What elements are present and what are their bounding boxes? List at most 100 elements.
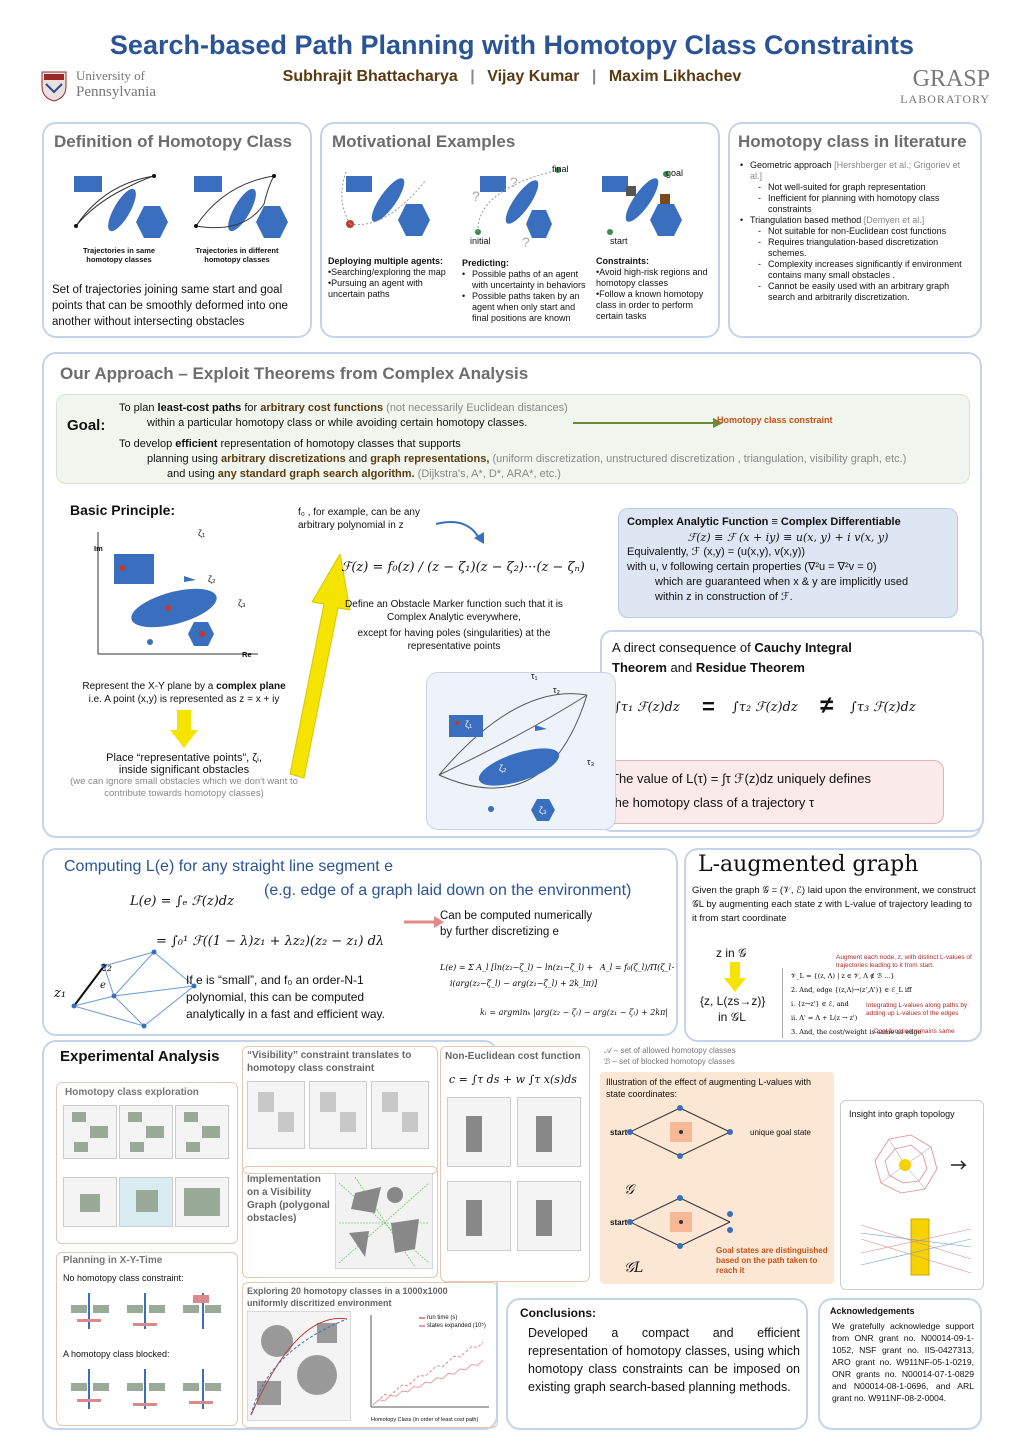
literature-title: Homotopy class in literature: [738, 132, 967, 151]
author-3: Maxim Likhachev: [608, 68, 742, 85]
visibility-title: “Visibility” constraint translates to ho…: [247, 1050, 412, 1074]
value-line-2: the homotopy class of a trajectory τ: [611, 795, 815, 810]
big-yellow-arrow-icon: [289, 554, 351, 779]
col2-item-2: Possible paths taken by an agent when on…: [462, 291, 592, 324]
trajectory-figure: [438, 693, 588, 821]
motivation-panel: Motivational Examples final initial goal…: [320, 122, 720, 338]
visibility-graph-figure: [335, 1173, 433, 1269]
cauchy-box: A direct consequence of Cauchy Integral …: [600, 630, 984, 832]
caption-same: Trajectories in same homotopy classes: [82, 246, 156, 264]
explore-thumb-4: [63, 1177, 117, 1227]
homotopy-definition-figure: [74, 174, 288, 238]
graph-edge-figure: [71, 949, 197, 1029]
obstacle-marker-text: Define an Obstacle Marker function such …: [345, 599, 563, 652]
lit-sub-2-2: Requires triangulation-based discretizat…: [758, 237, 974, 259]
axis-im: Im: [94, 544, 103, 553]
goal-distinguished: Goal states are distinguished based on t…: [716, 1246, 828, 1275]
definition-title: Definition of Homotopy Class: [54, 132, 292, 151]
noneuc-thumb-2: [517, 1097, 581, 1167]
illustration-panel: 𝒜 – set of allowed homotopy classes ℬ – …: [600, 1046, 836, 1286]
label-start: start: [610, 236, 628, 246]
svg-text:2. And, edge {(z,Λ)→(z',Λ')} ∈: 2. And, edge {(z,Λ)→(z',Λ')} ∈ ℰ_L iff: [791, 986, 913, 994]
value-line-1: The value of L(τ) = ∫τ ℱ(z)dz uniquely d…: [611, 771, 871, 786]
noneuclidean-title: Non-Euclidean cost function: [445, 1051, 581, 1062]
noneuclidean-eq: c = ∫τ ds + w ∫τ x(s)ds: [449, 1073, 577, 1086]
conclusions-title: Conclusions:: [520, 1306, 597, 1320]
legend-states: states expanded (10⁵): [427, 1323, 486, 1329]
goal-line-2: within a particular homotopy class or wh…: [147, 417, 528, 429]
col1-item-2: •Pursuing an agent with uncertain paths: [328, 278, 423, 299]
conclusions-panel: Conclusions: Developed a compact and eff…: [506, 1298, 808, 1430]
cab-line-4: which are guaranteed when x & y are impl…: [655, 576, 909, 588]
constraint-label: Homotopy class constraint: [717, 415, 833, 425]
vis-thumb-3: [371, 1081, 429, 1149]
question-mark-3: ?: [522, 234, 530, 250]
goal-line-5: and using any standard graph search algo…: [167, 468, 561, 480]
axis-re: Re: [242, 650, 252, 659]
motivation-col1: Deploying multiple agents: •Searching/ex…: [328, 256, 458, 300]
author-2: Vijay Kumar: [487, 68, 580, 85]
cab-line-5: within z in construction of ℱ.: [655, 591, 793, 603]
basic-principle-title: Basic Principle:: [70, 502, 176, 518]
computing-title-a: Computing L(e) for any straight line seg…: [64, 858, 394, 875]
author-sep: |: [470, 68, 475, 85]
col3-item-1: •Avoid high-risk regions and homotopy cl…: [596, 267, 708, 288]
series-formula-box: L(e) = Σ A_l [ln(z₂−ζ_l) − ln(z₁−ζ_l) + …: [439, 958, 692, 1024]
tau-3: τ₃: [587, 757, 595, 767]
caption-different: Trajectories in different homotopy class…: [195, 246, 279, 264]
no-constraint-label: No homotopy class constraint:: [63, 1273, 184, 1283]
laug-panel: L-augmented graph Given the graph 𝒢 = (𝒱…: [684, 848, 982, 1042]
z-in-g: z in 𝒢: [716, 946, 747, 960]
explore20-title: Exploring 20 homotopy classes in a 1000x…: [247, 1286, 448, 1308]
goal-label-1: unique goal state: [750, 1128, 811, 1137]
explore20-box: Exploring 20 homotopy classes in a 1000x…: [242, 1282, 498, 1428]
definition-text: Set of trajectories joining same start a…: [52, 284, 288, 328]
graph-gl-label: 𝒢L: [624, 1260, 644, 1276]
insight-title: Insight into graph topology: [849, 1109, 955, 1119]
planning-title: Planning in X-Y-Time: [63, 1255, 163, 1266]
chart-xaxis-label: Homotopy Class (in order of least cost p…: [371, 1417, 479, 1423]
grasp-line1: GRASP: [912, 66, 990, 92]
author-sep: |: [591, 68, 597, 85]
illustration-title: Illustration of the effect of augmenting…: [606, 1077, 811, 1099]
laug-down-arrow-icon: [724, 962, 746, 992]
grasp-logo: GRASP LABORATORY: [880, 66, 990, 112]
trajectory-figure-box: τ₁ τ₂ τ₃ ζ₁ ζ₂ ζ₃: [426, 671, 616, 830]
z-l-tuple: {z, L(zs→z)}: [700, 994, 766, 1008]
experimental-title: Experimental Analysis: [60, 1048, 220, 1065]
blocked-set: ℬ – set of blocked homotopy classes: [604, 1057, 735, 1066]
acknowledgements-title: Acknowledgements: [830, 1306, 915, 1316]
noneuc-thumb-3: [447, 1181, 511, 1251]
lit-sub-2-3: Complexity increases significantly if en…: [758, 259, 974, 281]
graph-g-label: 𝒢: [624, 1182, 634, 1198]
zeta-3: ζ₃: [238, 598, 246, 608]
traj-zeta-3: ζ₃: [539, 805, 547, 815]
conclusions-text: Developed a compact and efficient repres…: [528, 1326, 800, 1394]
goal-label: Goal:: [67, 417, 106, 434]
lit-sub-1-2: Inefficient for planning with homotopy c…: [758, 193, 974, 215]
goal-box: Goal: To plan least-cost paths for arbit…: [56, 394, 970, 484]
explore20-map: [247, 1311, 351, 1421]
author-1: Subhrajit Bhattacharya: [282, 68, 458, 85]
label-z1: z₁: [54, 986, 67, 1001]
question-mark-2: ?: [510, 174, 518, 190]
zeta-1: ζ₁: [198, 528, 206, 538]
svg-text:i. {z→z'} ∈ ℰ, and: i. {z→z'} ∈ ℰ, and: [791, 1000, 849, 1008]
value-box: The value of L(τ) = ∫τ ℱ(z)dz uniquely d…: [604, 760, 944, 824]
motivation-col2: Predicting: Possible paths of an agent w…: [462, 258, 592, 324]
literature-body: Geometric approach [Hershberger et al.; …: [740, 160, 974, 303]
explore20-chart: [370, 1315, 489, 1408]
curved-arrow-icon: [435, 521, 484, 544]
svg-text:3. And, the cost/weight is sam: 3. And, the cost/weight is same as edge: [791, 1028, 922, 1036]
noneuc-thumb-1: [447, 1097, 511, 1167]
start-label-1: start: [610, 1128, 628, 1137]
equals-sign: =: [702, 694, 715, 719]
approach-panel: Our Approach – Exploit Theorems from Com…: [42, 352, 984, 838]
lit-sub-2-1: Not suitable for non-Euclidean cost func…: [758, 226, 974, 237]
col3-title: Constraints:: [596, 256, 650, 266]
col2-title: Predicting:: [462, 258, 510, 268]
label-z2: z₂: [100, 960, 113, 975]
definition-panel: Definition of Homotopy Class Trajectorie…: [42, 122, 312, 338]
integral-1: ∫τ₁ ℱ(z)dz: [614, 700, 680, 715]
laug-note-3: Cost function remains same: [874, 1028, 955, 1035]
